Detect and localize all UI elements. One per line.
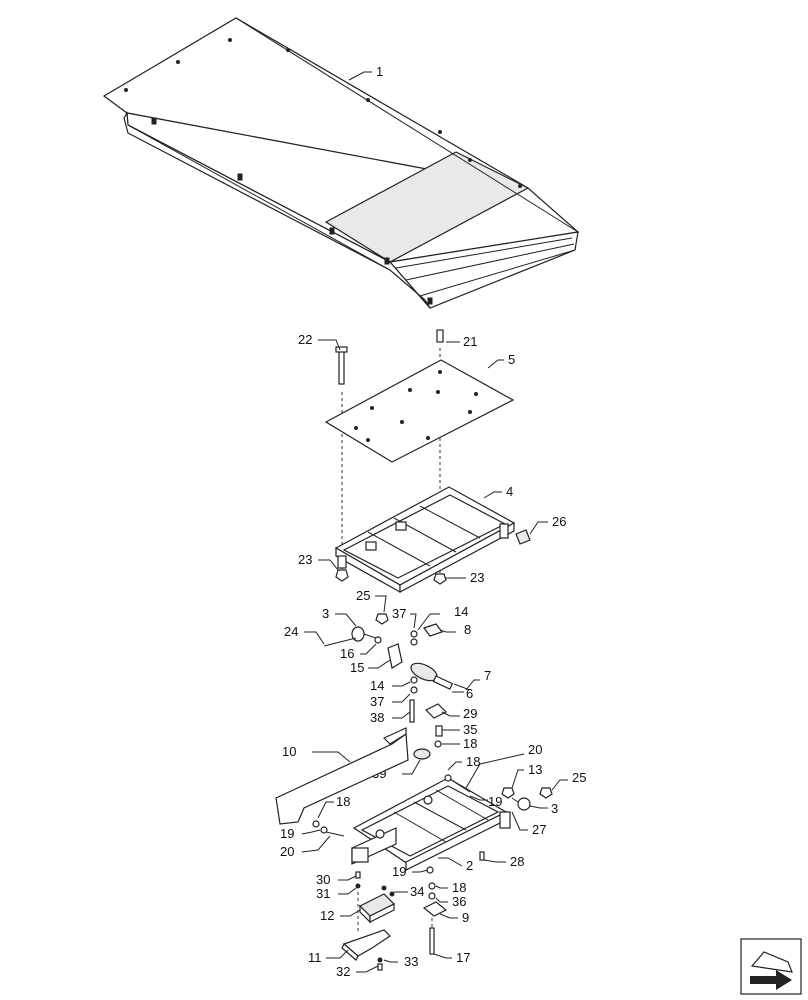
callout-38: 38 [370,710,384,725]
callout-36: 36 [452,894,466,909]
callout-23b: 23 [470,570,484,585]
callout-32: 32 [336,964,350,979]
callout-26: 26 [552,514,566,529]
callout-34: 34 [410,884,424,899]
callout-19c: 19 [392,864,406,879]
callout-14b: 14 [370,678,384,693]
callout-25b: 25 [572,770,586,785]
callout-18c: 18 [336,794,350,809]
callout-13: 13 [528,762,542,777]
callout-6: 6 [466,686,473,701]
callout-20b: 20 [528,742,542,757]
callout-27: 27 [532,822,546,837]
frame-fasteners: 23 23 26 [298,514,566,585]
callout-25a: 25 [356,588,370,603]
callout-10: 10 [282,744,296,759]
callout-16: 16 [340,646,354,661]
slide-mechanism-middle: 35 18 39 10 [275,722,477,825]
callout-11: 11 [308,950,322,965]
callout-14a: 14 [454,604,468,619]
callout-23a: 23 [298,552,312,567]
callout-33: 33 [404,954,418,969]
base-frame: 4 [334,484,516,594]
callout-12: 12 [320,908,334,923]
callout-37b: 37 [370,694,384,709]
callout-2: 2 [466,858,473,873]
callout-8: 8 [464,622,471,637]
callout-5: 5 [508,352,515,367]
callout-3a: 3 [322,606,329,621]
slide-mechanism-upper: 25 3 24 16 15 37 14 8 7 [284,588,491,725]
callout-3b: 3 [551,801,558,816]
callout-17: 17 [456,950,470,965]
callout-7: 7 [484,668,491,683]
callout-9: 9 [462,910,469,925]
callout-24: 24 [284,624,298,639]
bottom-components: 30 31 19 18 36 9 17 34 12 11 [308,864,470,979]
callout-21: 21 [463,334,477,349]
page-turn-arrow-icon[interactable] [740,938,802,995]
callout-4: 4 [506,484,513,499]
mounting-plate: 5 [324,352,515,463]
left-fasteners: 18 19 20 [280,794,350,859]
callout-18b: 18 [466,754,480,769]
callout-15: 15 [350,660,364,675]
callout-31: 31 [316,886,330,901]
roof-panel: 1 [102,17,580,309]
right-fasteners: 20 18 19 13 25 3 27 28 [444,742,586,869]
callout-22: 22 [298,332,312,347]
callout-35: 35 [463,722,477,737]
callout-19a: 19 [280,826,294,841]
seat-slide-frame: 2 [351,777,511,873]
callout-28: 28 [510,854,524,869]
callout-1: 1 [376,64,383,79]
callout-18d: 18 [452,880,466,895]
callout-29: 29 [463,706,477,721]
callout-18a: 18 [463,736,477,751]
callout-20a: 20 [280,844,294,859]
callout-30: 30 [316,872,330,887]
callout-37a: 37 [392,606,406,621]
callout-19b: 19 [488,794,502,809]
